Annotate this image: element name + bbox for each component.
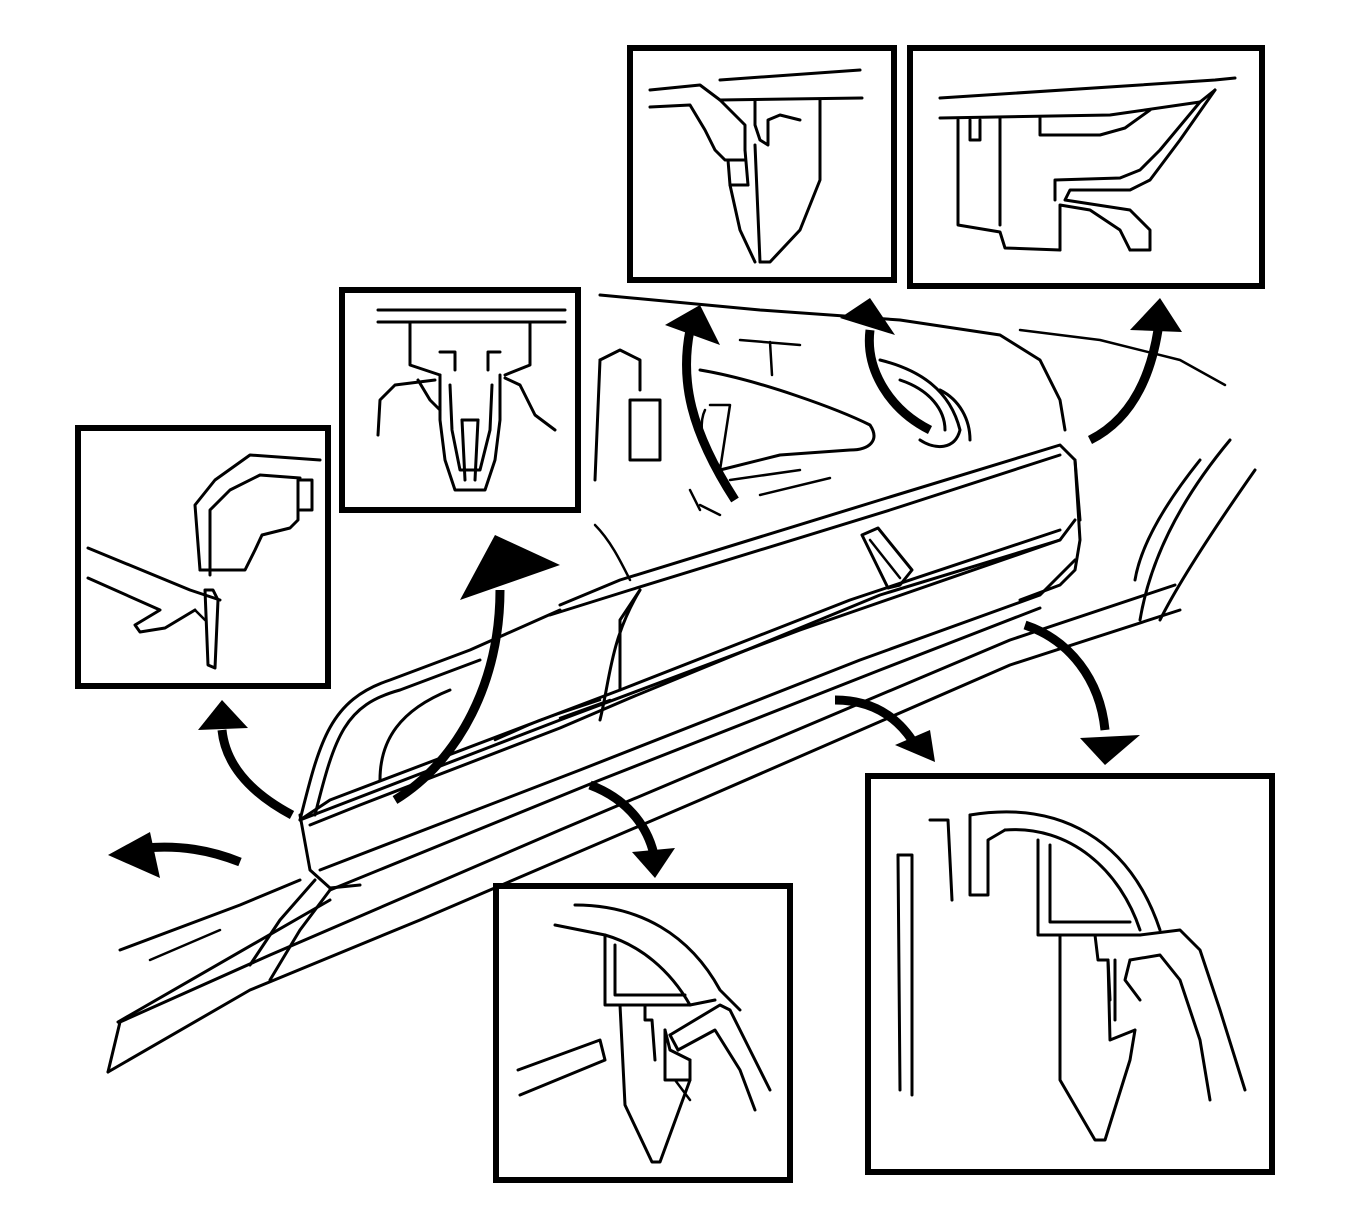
front-edge-dash-1 — [593, 523, 632, 582]
panel-rear-edge — [1018, 458, 1082, 602]
panel-upper-surface — [558, 443, 1082, 607]
arrow-to-bottom-center-clip — [588, 780, 675, 878]
panel-lower-line — [328, 606, 1042, 892]
clip-detail-left — [75, 425, 331, 689]
arrow-to-bottom-right-clip-b — [1023, 620, 1140, 765]
inner-handle-recess-2 — [593, 358, 602, 482]
panel-upper-surface-2 — [548, 453, 1062, 617]
inner-handle-t — [738, 338, 802, 377]
panel-pocket-curve — [598, 588, 642, 722]
rear-curve-3 — [1158, 468, 1257, 622]
arrow-to-top-right-clip-b — [1087, 298, 1182, 445]
inner-handle-lines — [688, 468, 832, 517]
door-handle-slot-inner — [868, 538, 902, 580]
door-handle-slot — [860, 526, 914, 590]
sill-dash — [148, 928, 222, 962]
inner-handle-recess — [598, 348, 642, 392]
window-frame-dash — [1018, 328, 1227, 387]
sill-strip-upper — [116, 898, 332, 1024]
inner-handle-bezel — [628, 398, 662, 462]
arrows — [108, 298, 1182, 878]
panel-pocket-line — [493, 698, 602, 742]
inner-handle-cup — [878, 358, 962, 449]
panel-belt-line — [308, 538, 1062, 827]
sill-strip-lower — [106, 608, 1182, 1074]
rear-curve-2 — [1133, 458, 1202, 582]
arrow-pointing-left — [108, 832, 242, 878]
panel-pocket-line-2 — [558, 698, 612, 720]
panel-front-swoop-2 — [313, 658, 482, 817]
clip-detail-pushpin — [339, 287, 581, 513]
arrow-to-top-right-clip-a — [840, 298, 933, 435]
inner-handle-body — [698, 368, 876, 472]
panel-front-brace-2 — [248, 878, 317, 967]
rear-curve-1 — [1138, 438, 1232, 622]
panel-outline-top — [298, 518, 1077, 822]
door-trim-panel — [106, 293, 1257, 1074]
arrow-to-top-center-clip — [665, 305, 739, 503]
panel-front-swoop — [298, 608, 562, 822]
sill-strip-back — [118, 878, 302, 952]
panel-pocket-curve-2 — [618, 588, 642, 692]
arrow-to-left-clip — [198, 700, 295, 819]
inner-handle-cup-3 — [938, 388, 972, 442]
clip-detail-bottom-center — [493, 883, 793, 1183]
window-frame-line — [598, 293, 1067, 432]
panel-front-brace — [268, 888, 332, 982]
panel-front-corner — [298, 813, 362, 890]
arrow-to-pushpin-clip — [392, 535, 560, 804]
clip-detail-bottom-right — [865, 773, 1275, 1175]
panel-mid-line — [318, 558, 1077, 872]
clip-detail-top-center — [627, 45, 897, 283]
panel-inner-curve — [378, 688, 452, 782]
clip-detail-top-right — [907, 45, 1265, 289]
inner-handle-bezel-2 — [708, 403, 732, 472]
arrow-to-bottom-right-clip-a — [834, 695, 935, 762]
inner-handle-cup-2 — [898, 378, 947, 432]
